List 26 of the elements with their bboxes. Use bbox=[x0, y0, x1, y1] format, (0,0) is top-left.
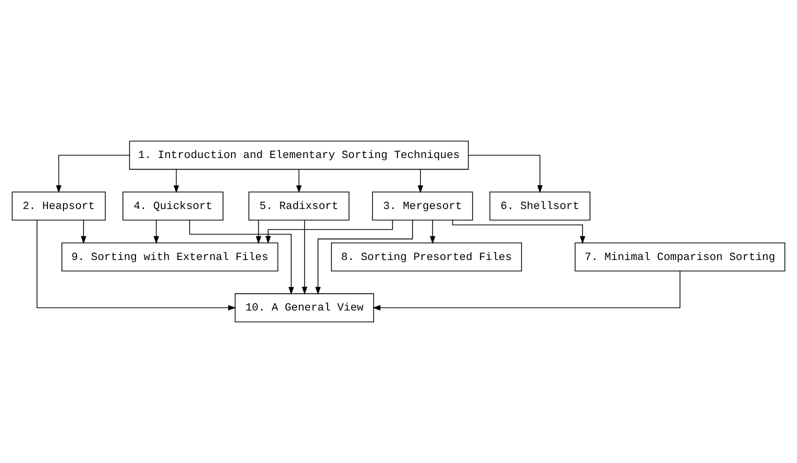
arrow bbox=[418, 169, 424, 194]
node-box: 8. Sorting Presorted Files bbox=[331, 242, 522, 272]
arrow bbox=[302, 220, 308, 295]
arrow bbox=[265, 220, 393, 244]
node-box: 5. Radixsort bbox=[248, 192, 350, 221]
node-box: 6. Shellsort bbox=[489, 192, 590, 221]
arrow bbox=[189, 220, 294, 295]
node-box: 4. Quicksort bbox=[122, 192, 224, 221]
node-box: 2. Heapsort bbox=[12, 192, 106, 221]
arrow bbox=[36, 220, 236, 311]
arrow bbox=[452, 220, 586, 244]
arrow bbox=[296, 169, 302, 194]
node-box: 9. Sorting with External Files bbox=[61, 242, 278, 272]
arrow bbox=[80, 220, 86, 244]
arrow bbox=[174, 169, 180, 194]
arrow bbox=[372, 270, 680, 311]
node-box: 7. Minimal Comparison Sorting bbox=[574, 242, 786, 272]
arrow bbox=[468, 154, 543, 194]
node-box: 3. Mergesort bbox=[372, 192, 474, 221]
node-box: 1. Introduction and Elementary Sorting Techniques bbox=[129, 140, 469, 170]
arrow bbox=[154, 220, 160, 244]
arrow bbox=[430, 220, 436, 244]
arrow bbox=[315, 220, 413, 295]
node-box: 10. A General View bbox=[234, 293, 374, 322]
arrow bbox=[56, 154, 130, 194]
arrow bbox=[256, 220, 262, 244]
